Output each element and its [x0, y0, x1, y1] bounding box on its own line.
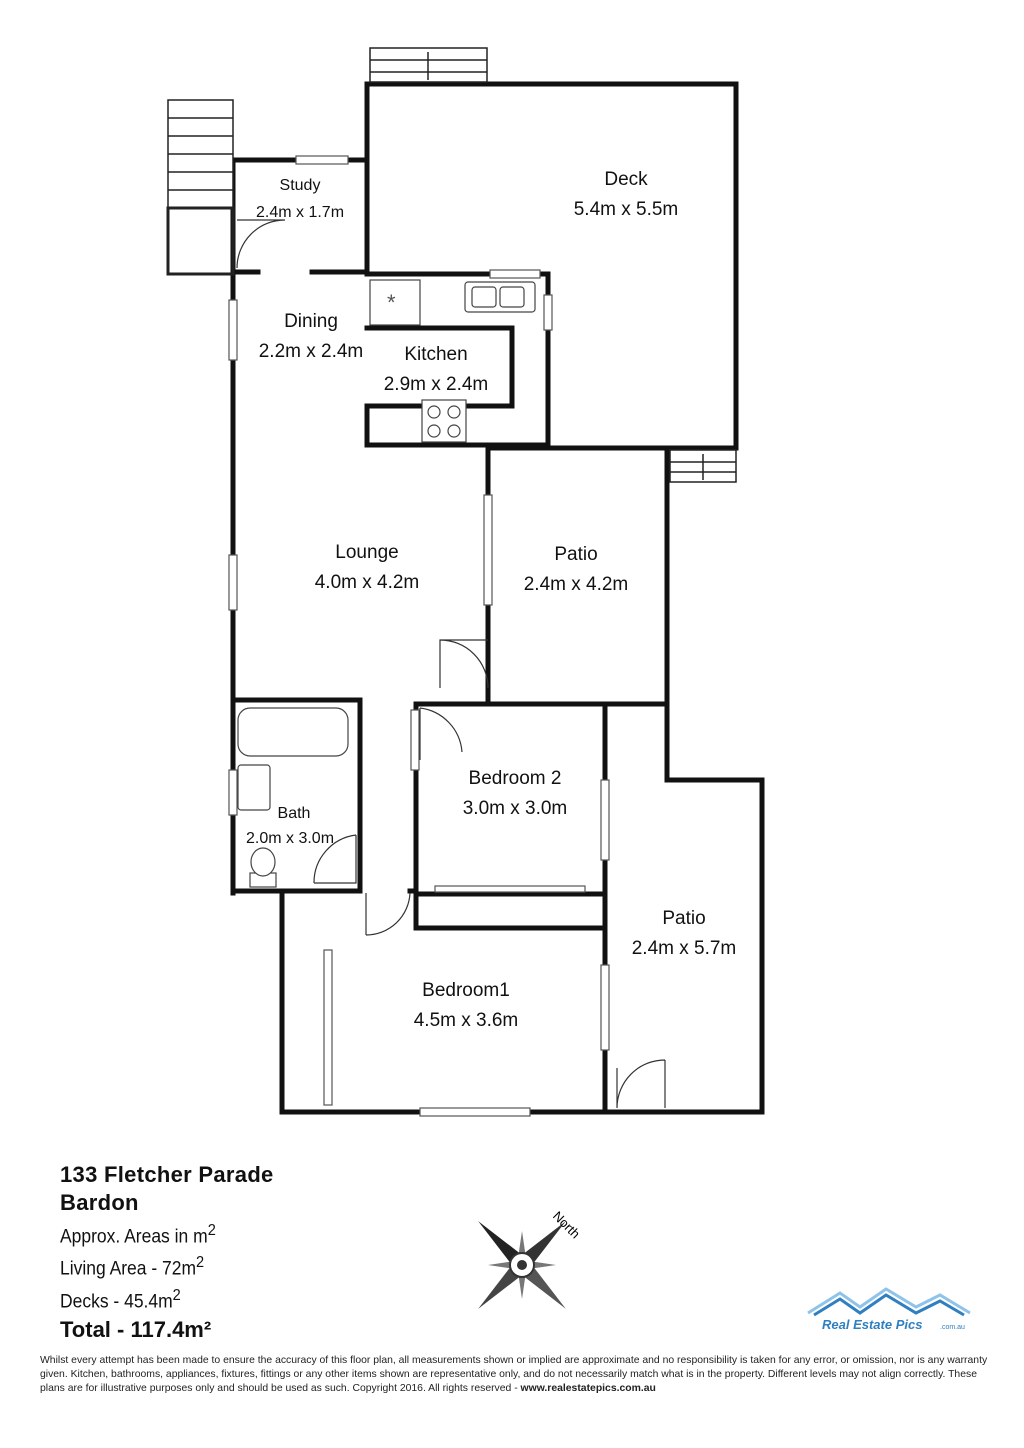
study-name: Study — [280, 177, 321, 194]
fridge — [369, 279, 421, 326]
window-lounge-patio — [483, 494, 493, 606]
logo-domain: .com.au — [940, 1324, 965, 1331]
patio1-size: 2.4m x 4.2m — [524, 574, 629, 595]
door-bed1 — [365, 892, 411, 936]
bedroom2-size: 3.0m x 3.0m — [463, 798, 568, 819]
floor-plan: * Deck 5.4m x 5.5m Study 2.4m x 1.7m Din… — [166, 47, 765, 1117]
door-patio — [616, 1059, 666, 1109]
patio2-size: 2.4m x 5.7m — [632, 938, 737, 959]
address-line1: 133 Fletcher Parade — [60, 1162, 274, 1187]
window-lounge — [228, 554, 238, 611]
disclaimer-text: Whilst every attempt has been made to en… — [40, 1355, 988, 1394]
study-size: 2.4m x 1.7m — [256, 204, 344, 221]
total-area: Total - 117.4m² — [60, 1316, 212, 1342]
logo-text: Real Estate Pics — [822, 1317, 922, 1332]
deck-outline — [364, 81, 739, 451]
dining-size: 2.2m x 2.4m — [259, 341, 364, 362]
door-study — [236, 219, 286, 269]
website-link[interactable]: www.realestatepics.com.au — [520, 1383, 656, 1394]
compass-north-label: North — [550, 1208, 583, 1241]
fixtures: * — [237, 279, 536, 888]
window-kitchen-east — [543, 294, 553, 331]
address-line2: Bardon — [60, 1190, 139, 1215]
realestatepics-logo: Real Estate Pics .com.au — [807, 1287, 971, 1332]
window-bed1-south — [419, 1107, 531, 1117]
disclaimer: Whilst every attempt has been made to en… — [40, 1354, 990, 1396]
vanity — [237, 764, 271, 811]
window-bath — [228, 769, 238, 816]
window-bed2-west — [410, 709, 420, 771]
window-kitchen — [489, 269, 541, 279]
bath-size: 2.0m x 3.0m — [246, 830, 334, 847]
window-bed1-east — [600, 964, 610, 1051]
wardrobe-bed1 — [323, 949, 333, 1106]
door-bath — [313, 834, 357, 884]
deck-size: 5.4m x 5.5m — [574, 199, 679, 220]
bedroom1-name: Bedroom1 — [422, 980, 510, 1001]
compass-rose-icon: North — [478, 1208, 583, 1309]
svg-text:*: * — [387, 290, 396, 315]
window-bed2-east — [600, 779, 610, 861]
property-info: 133 Fletcher Parade Bardon Approx. Areas… — [60, 1164, 274, 1341]
window-dining — [228, 299, 238, 361]
doors — [236, 219, 666, 1109]
patio2-name: Patio — [662, 908, 705, 929]
decks-area: Decks - 45.4m2 — [60, 1286, 181, 1312]
cooktop — [421, 399, 467, 443]
deck-name: Deck — [604, 169, 648, 190]
bedroom1-size: 4.5m x 3.6m — [414, 1010, 519, 1031]
windows — [228, 155, 610, 1117]
areas-label: Approx. Areas in m2 — [60, 1222, 216, 1248]
bath-name: Bath — [278, 805, 311, 822]
kitchen-size: 2.9m x 2.4m — [384, 374, 489, 395]
living-area: Living Area - 72m2 — [60, 1254, 205, 1280]
window-study — [295, 155, 349, 165]
wardrobe-bed2 — [434, 885, 586, 893]
bathtub — [237, 707, 349, 757]
bedroom2-name: Bedroom 2 — [469, 768, 562, 789]
lounge-name: Lounge — [335, 542, 398, 563]
door-lounge-patio — [439, 639, 489, 689]
stairs — [166, 47, 737, 483]
room-labels: Deck 5.4m x 5.5m Study 2.4m x 1.7m Dinin… — [246, 169, 736, 1031]
lounge-size: 4.0m x 4.2m — [315, 572, 420, 593]
patio1-name: Patio — [554, 544, 597, 565]
door-bed2 — [419, 707, 463, 760]
toilet-bowl — [250, 847, 276, 877]
kitchen-name: Kitchen — [404, 344, 467, 365]
dining-name: Dining — [284, 311, 338, 332]
